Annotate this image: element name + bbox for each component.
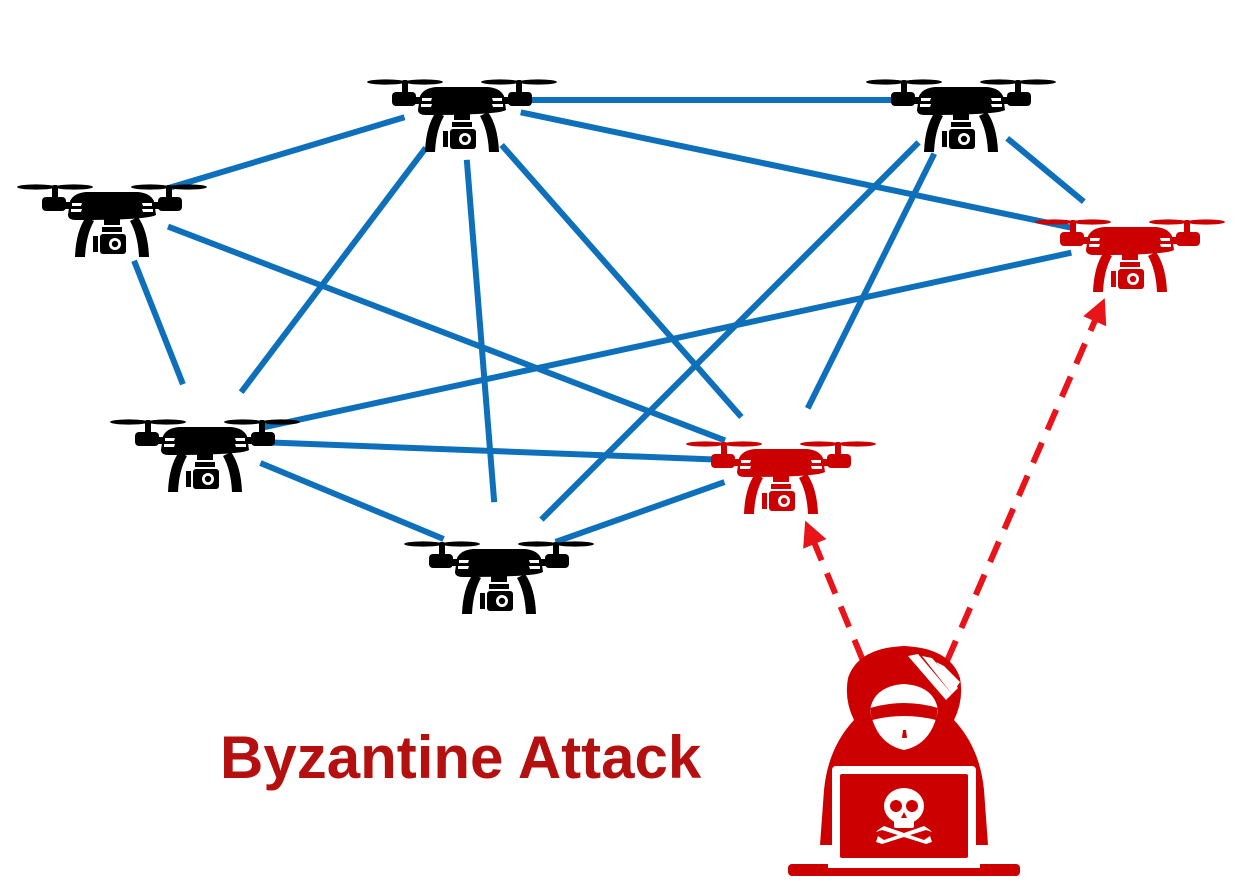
link-drone-middle-left-drone-center-right xyxy=(264,439,722,463)
link-drone-left-drone-middle-left xyxy=(131,259,186,386)
attack-arrow-drone-right xyxy=(944,298,1107,663)
link-drone-top-right-drone-right xyxy=(1005,135,1086,205)
link-drone-top-center-drone-bottom xyxy=(463,159,498,503)
drone-icon xyxy=(686,441,876,514)
hooded-hacker-icon xyxy=(788,646,1020,876)
drone-icon xyxy=(866,79,1056,152)
drone-icon xyxy=(110,419,300,492)
link-drone-top-right-drone-center-right xyxy=(805,152,937,410)
attack-arrow-drone-center-right xyxy=(803,520,866,662)
network-links xyxy=(131,97,1086,545)
link-drone-middle-left-drone-right xyxy=(263,249,1072,431)
link-drone-left-drone-center-right xyxy=(166,223,727,444)
link-drone-top-center-drone-middle-left xyxy=(238,146,429,394)
skull-icon xyxy=(876,788,932,844)
link-drone-middle-left-drone-bottom xyxy=(259,460,445,542)
link-drone-top-center-drone-left xyxy=(168,114,406,191)
link-drone-top-center-drone-right xyxy=(520,109,1072,231)
drone-nodes xyxy=(17,79,1225,614)
diagram-caption: Byzantine Attack xyxy=(220,724,702,791)
link-drone-top-center-drone-center-right xyxy=(499,143,744,419)
link-drone-bottom-drone-center-right xyxy=(554,479,726,545)
attack-arrows xyxy=(803,298,1107,663)
drone-icon xyxy=(17,184,207,257)
drone-icon xyxy=(404,541,594,614)
